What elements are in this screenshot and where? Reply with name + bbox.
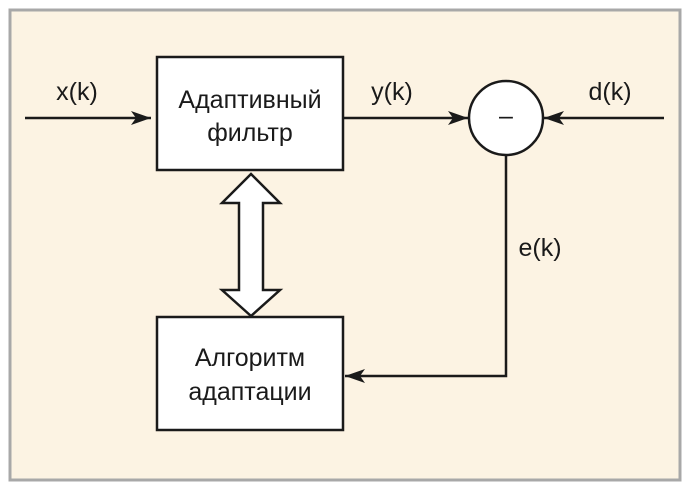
- input-signal-label: x(k): [56, 78, 98, 106]
- adaptation-algorithm-label-line1: Алгоритм: [195, 344, 305, 372]
- summing-junction-symbol: –: [499, 102, 513, 130]
- desired-signal-label: d(k): [588, 78, 631, 106]
- error-signal-label: e(k): [518, 234, 561, 262]
- adaptive-filter-label-line1: Адаптивный: [178, 86, 321, 114]
- adaptive-filter-label-line2: фильтр: [207, 119, 293, 147]
- adaptation-algorithm-label-line2: адаптации: [188, 378, 311, 406]
- adaptation-algorithm-block: [155, 315, 345, 432]
- adaptive-filter-block: [155, 55, 345, 172]
- output-signal-label: y(k): [371, 78, 413, 106]
- diagram-background: [8, 8, 682, 482]
- error-signal-line: [345, 155, 508, 383]
